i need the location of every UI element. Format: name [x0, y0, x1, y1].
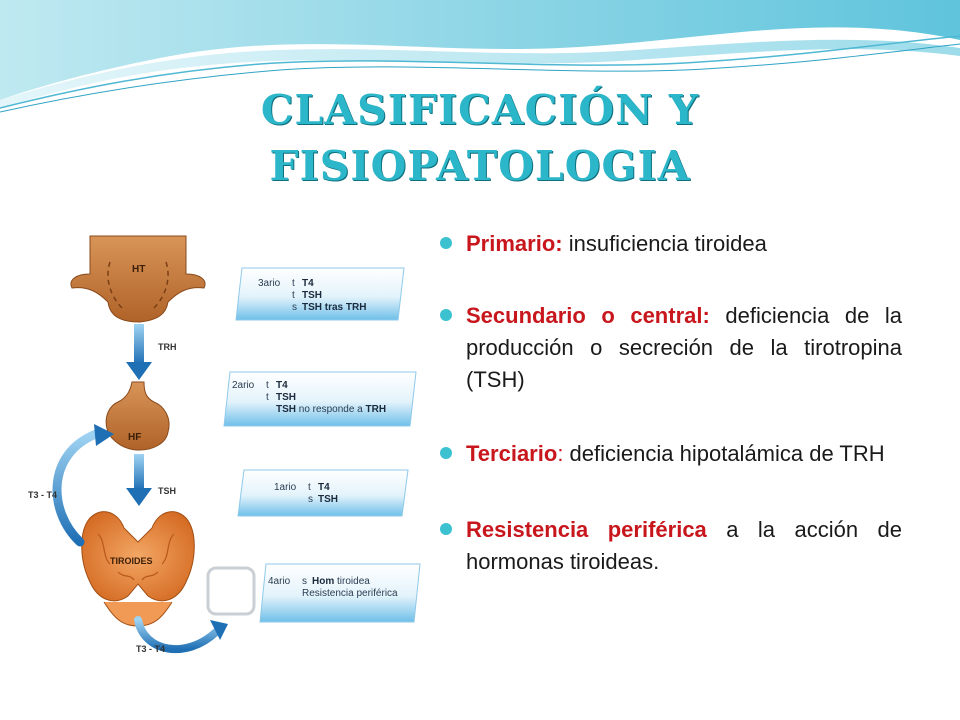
hypothalamus-shape	[70, 235, 206, 323]
bullet-resistencia-text: a la acción de hormonas tiroideas.	[466, 517, 902, 574]
card-2ario-l3-end: TRH	[366, 404, 387, 415]
bullet-terciario: Terciario: deficiencia hipotalámica de T…	[440, 438, 902, 470]
hypothalamus-label: HT	[132, 264, 145, 275]
bullet-resistencia-term: Resistencia periférica	[466, 517, 707, 542]
card-4ario-l1-prefix: s	[302, 576, 307, 587]
trh-arrow	[126, 324, 152, 380]
peripheral-tissue-box	[206, 566, 256, 616]
card-4ario-l1: Hom tiroidea	[312, 576, 370, 587]
card-2ario: 2ario t T4 t TSH TSH no responde a TRH	[223, 371, 417, 427]
card-3ario-l2-prefix: t	[292, 290, 295, 301]
bullet-primario: Primario: insuficiencia tiroidea	[440, 228, 902, 260]
bullet-resistencia: Resistencia periférica a la acción de ho…	[440, 514, 902, 578]
thyroid-shape	[81, 511, 195, 627]
slide-title: CLASIFICACIÓN Y FISIOPATOLOGIA	[160, 82, 800, 194]
tsh-arrow	[126, 454, 152, 506]
card-4ario-l1-end: tiroidea	[334, 576, 370, 587]
card-2ario-level: 2ario	[232, 380, 255, 391]
card-2ario-l1: T4	[276, 380, 288, 391]
card-4ario-level: 4ario	[268, 576, 291, 587]
card-4ario: 4ario s Hom tiroidea Resistencia perifér…	[259, 563, 421, 623]
card-2ario-l2-prefix: t	[266, 392, 269, 403]
feedback-arrow-upper	[52, 424, 114, 547]
title-line-1: CLASIFICACIÓN Y	[260, 86, 700, 134]
bullet-secundario-term: Secundario o central:	[466, 303, 710, 328]
card-4ario-l1-strong: Hom	[312, 576, 334, 587]
title-line-2: FISIOPATOLOGIA	[269, 142, 691, 190]
top-wave-decoration	[0, 0, 960, 113]
card-3ario-l1: T4	[302, 278, 314, 289]
card-1ario-l1-prefix: t	[308, 482, 311, 493]
bullet-primario-term: Primario:	[466, 231, 563, 256]
feedback-label-upper: T3 - T4	[28, 490, 57, 500]
trh-label: TRH	[158, 342, 177, 352]
bullet-primario-text: insuficiencia tiroidea	[562, 231, 767, 256]
card-1ario-l1: T4	[318, 482, 330, 493]
card-1ario: 1ario t T4 s TSH	[237, 469, 409, 517]
thyroid-axis-diagram: HT TRH HF TSH TIROIDES T3 - T4	[28, 235, 421, 654]
card-1ario-l2: TSH	[318, 494, 338, 505]
card-3ario-l2: TSH	[302, 290, 322, 301]
thyroid-label: TIROIDES	[110, 556, 153, 566]
feedback-label-lower: T3 - T4	[136, 644, 165, 654]
card-3ario: 3ario t T4 t TSH s TSH tras TRH	[235, 267, 405, 321]
card-3ario-level: 3ario	[258, 278, 281, 289]
bullet-terciario-punct: :	[557, 441, 564, 466]
card-2ario-l3-mid: no responde a	[296, 404, 366, 415]
bullet-terciario-term: Terciario	[466, 441, 558, 466]
bullet-terciario-text: deficiencia hipotalámica de TRH	[563, 441, 885, 466]
feedback-arrow-lower	[134, 616, 228, 653]
pituitary-label: HF	[128, 432, 141, 443]
card-1ario-l2-prefix: s	[308, 494, 313, 505]
bullet-secundario: Secundario o central: deficiencia de la …	[440, 300, 902, 396]
tsh-label: TSH	[158, 486, 176, 496]
card-2ario-l3-strong: TSH	[276, 404, 296, 415]
card-3ario-l3-prefix: s	[292, 302, 297, 313]
card-2ario-l2: TSH	[276, 392, 296, 403]
card-3ario-l3: TSH tras TRH	[302, 302, 366, 313]
card-3ario-l1-prefix: t	[292, 278, 295, 289]
card-2ario-l1-prefix: t	[266, 380, 269, 391]
card-4ario-l2: Resistencia periférica	[302, 588, 398, 599]
card-1ario-level: 1ario	[274, 482, 297, 493]
pituitary-shape	[105, 381, 170, 451]
card-2ario-l3: TSH no responde a TRH	[276, 404, 386, 415]
classification-list: Primario: insuficiencia tiroidea Secunda…	[440, 228, 902, 578]
bullet-secundario-text: deficiencia de la producción o secreción…	[466, 303, 902, 392]
